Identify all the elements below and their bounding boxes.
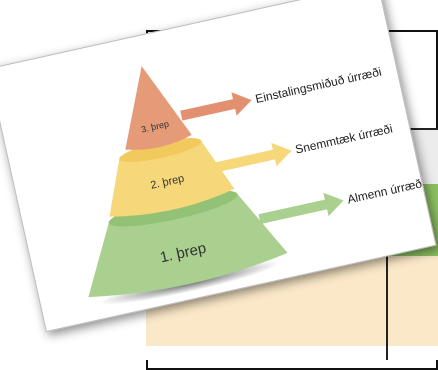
table-row-empty [146, 346, 438, 360]
tier-3-action-label: Einstalingsmiðuð úrræði [254, 65, 383, 107]
tier-3-arrow [180, 92, 252, 121]
pyramid-slide: 3. þrep 2. þrep 1. þrep Einstalingsmiðuð… [0, 0, 437, 333]
tier-2-top [119, 138, 202, 163]
tier-3-shape [125, 66, 192, 150]
tier-2-action-label: Snemmtæk úrræði [294, 121, 394, 156]
tier-2-arrow [210, 142, 292, 174]
pyramid-diagram: 3. þrep 2. þrep 1. þrep Einstalingsmiðuð… [88, 65, 426, 305]
tier-1-arrow [258, 192, 344, 225]
tier-1-action-label: Almenn úrræði [346, 176, 426, 207]
